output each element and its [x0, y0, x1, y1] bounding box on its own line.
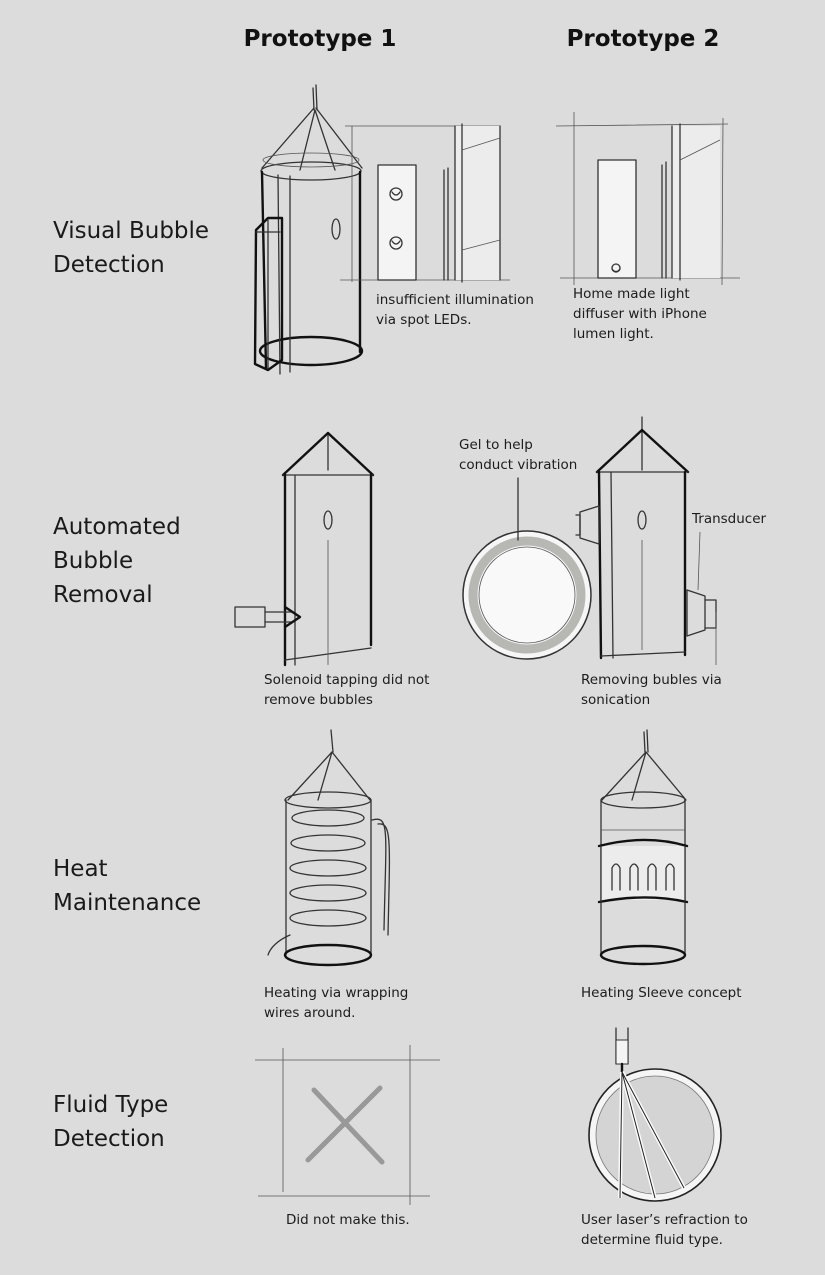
note-removal-p2: Removing bubles via sonication: [581, 672, 722, 708]
row-label-heat-maintenance: Heat Maintenance: [53, 856, 202, 916]
column-header-prototype-2: Prototype 2: [566, 26, 720, 52]
sketch-heat-p2-sleeve: [597, 729, 689, 966]
note-removal-gel: Gel to help conduct vibration: [459, 437, 578, 473]
note-fluid-p1: Did not make this.: [286, 1212, 410, 1228]
sketch-fluid-p2-laser: [588, 1027, 722, 1202]
sketch-visual-p1-frame: [340, 123, 510, 283]
sketch-fluid-p1-placeholder: [255, 1045, 440, 1205]
note-visual-p2: Home made light diffuser with iPhone lum…: [573, 286, 707, 342]
note-removal-p1: Solenoid tapping did not remove bubbles: [264, 672, 430, 708]
row-label-fluid-type-detection: Fluid Type Detection: [53, 1092, 169, 1152]
note-fluid-p2: User laser’s refraction to determine flu…: [581, 1212, 748, 1248]
sketch-heat-p1-coil: [267, 729, 391, 967]
note-heat-p2: Heating Sleeve concept: [581, 985, 742, 1001]
note-removal-transducer: Transducer: [692, 511, 767, 527]
sketch-removal-p1-vial: [234, 431, 375, 667]
sketch-removal-p2-vial: [575, 416, 717, 665]
note-visual-p1: insufficient illumination via spot LEDs.: [376, 292, 534, 328]
column-header-prototype-1: Prototype 1: [243, 26, 397, 52]
sketch-visual-p1-vial: [253, 84, 364, 375]
note-heat-p1: Heating via wrapping wires around.: [264, 985, 409, 1021]
row-label-automated-bubble-removal: Automated Bubble Removal: [53, 514, 181, 608]
sketch-removal-gel-disk: [462, 477, 592, 660]
row-label-visual-bubble-detection: Visual Bubble Detection: [53, 218, 210, 278]
sketch-visual-p2-frame: [555, 112, 740, 286]
